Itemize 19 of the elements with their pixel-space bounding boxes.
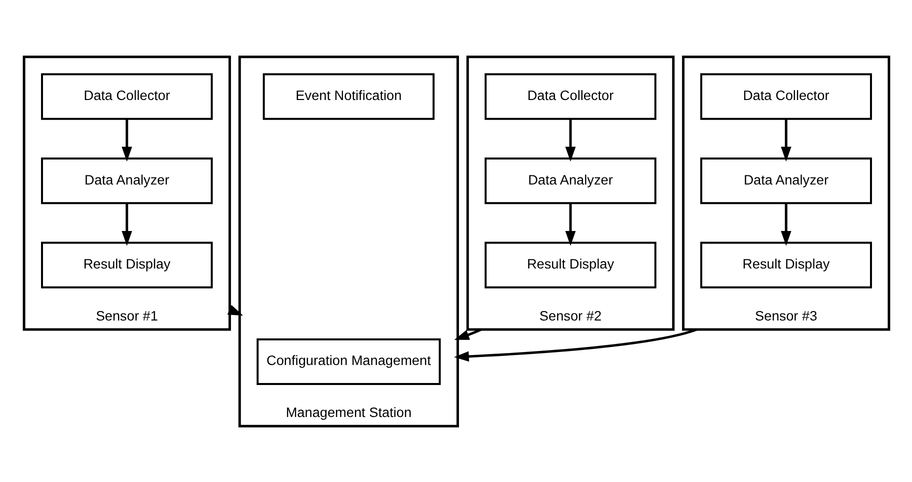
node-box: Configuration Management: [256, 338, 440, 384]
arrow: [121, 203, 132, 246]
node-box: Result Display: [700, 241, 872, 288]
arrow: [780, 203, 791, 246]
arrow: [121, 118, 132, 162]
arrow: [454, 328, 482, 340]
arrow: [564, 118, 576, 162]
node-box: Result Display: [40, 241, 212, 288]
node-box: Data Analyzer: [700, 156, 872, 204]
node-box: Data Analyzer: [40, 156, 212, 204]
node-box: Data Collector: [484, 72, 656, 120]
node-box: Event Notification: [262, 72, 434, 120]
arrow: [780, 118, 791, 162]
node-box: Data Collector: [700, 72, 872, 120]
arrow: [454, 328, 697, 362]
node-box: Data Collector: [40, 72, 212, 120]
arrow: [564, 203, 576, 246]
node-box: Data Analyzer: [484, 156, 656, 204]
node-box: Result Display: [484, 241, 656, 288]
